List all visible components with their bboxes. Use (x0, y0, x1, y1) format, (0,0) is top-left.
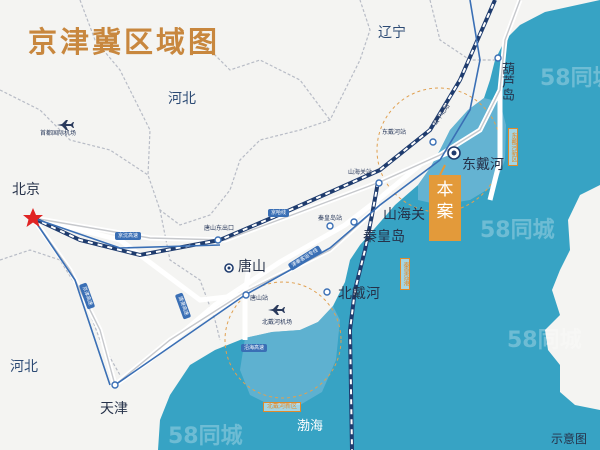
airport-capital-label: 首都国际机场 (40, 130, 77, 137)
city-tianjin[interactable]: 天津 (100, 401, 128, 417)
station-shanhaiguan: 山海关站 (348, 169, 373, 176)
city-tangshan[interactable]: 唐山 (238, 259, 266, 275)
blue-lines (32, 0, 481, 386)
watermark-2: 58同城 (480, 218, 555, 243)
railways (32, 0, 497, 450)
airport-beidaihe-label: 北戴河机场 (262, 319, 293, 326)
city-dongdaihe[interactable]: 东戴河 (462, 157, 504, 173)
station-tangshan: 唐山站 (250, 295, 269, 302)
stations (111, 54, 502, 389)
watermark-4: 58同城 (168, 424, 243, 449)
project-badge[interactable]: 本 案 (429, 175, 461, 241)
watermark-3: 58同城 (507, 328, 582, 353)
city-shanhaiguan[interactable]: 山海关 (383, 207, 425, 223)
province-liaoning: 辽宁 (378, 25, 406, 41)
badge-pointer (439, 164, 446, 176)
road-coastal-expressway: 沿海高速 (241, 344, 268, 352)
tag-qinhuangdao-port: 秦皇岛港 (400, 258, 410, 290)
map-title: 京津冀区域图 (28, 25, 221, 59)
beijing-star-icon (23, 208, 43, 227)
legend-schematic: 示意图 (551, 432, 588, 446)
road-jingha-line: 京哈线 (268, 209, 290, 217)
airport-icons (57, 120, 285, 315)
watermark-1: 58同城 (540, 66, 600, 91)
tag-beidaihe-new-area: 北戴河新区 (263, 402, 302, 412)
coastal-highlight-south (240, 306, 340, 405)
city-beijing[interactable]: 北京 (12, 182, 40, 198)
tag-dongdaihe-new-area: 东戴河新区 (508, 128, 518, 166)
province-hebei-south: 河北 (10, 359, 38, 375)
sea-bohai: 渤海 (297, 419, 324, 434)
project-badge-char-1: 本 (436, 180, 454, 200)
city-huludao[interactable]: 葫芦岛 (499, 62, 514, 101)
project-badge-char-2: 案 (436, 202, 454, 222)
city-qinhuangdao[interactable]: 秦皇岛 (363, 229, 405, 245)
road-jingshen-expressway: 京沈高速 (115, 232, 142, 240)
station-tangshan-east-exit: 唐山东出口 (204, 225, 235, 232)
city-beidaihe[interactable]: 北戴河 (338, 286, 380, 302)
station-dongdaihe: 东戴河站 (382, 129, 407, 136)
east-peninsula (545, 185, 600, 410)
province-hebei-north: 河北 (168, 91, 196, 107)
station-qinhuangdao: 秦皇岛站 (318, 215, 343, 222)
